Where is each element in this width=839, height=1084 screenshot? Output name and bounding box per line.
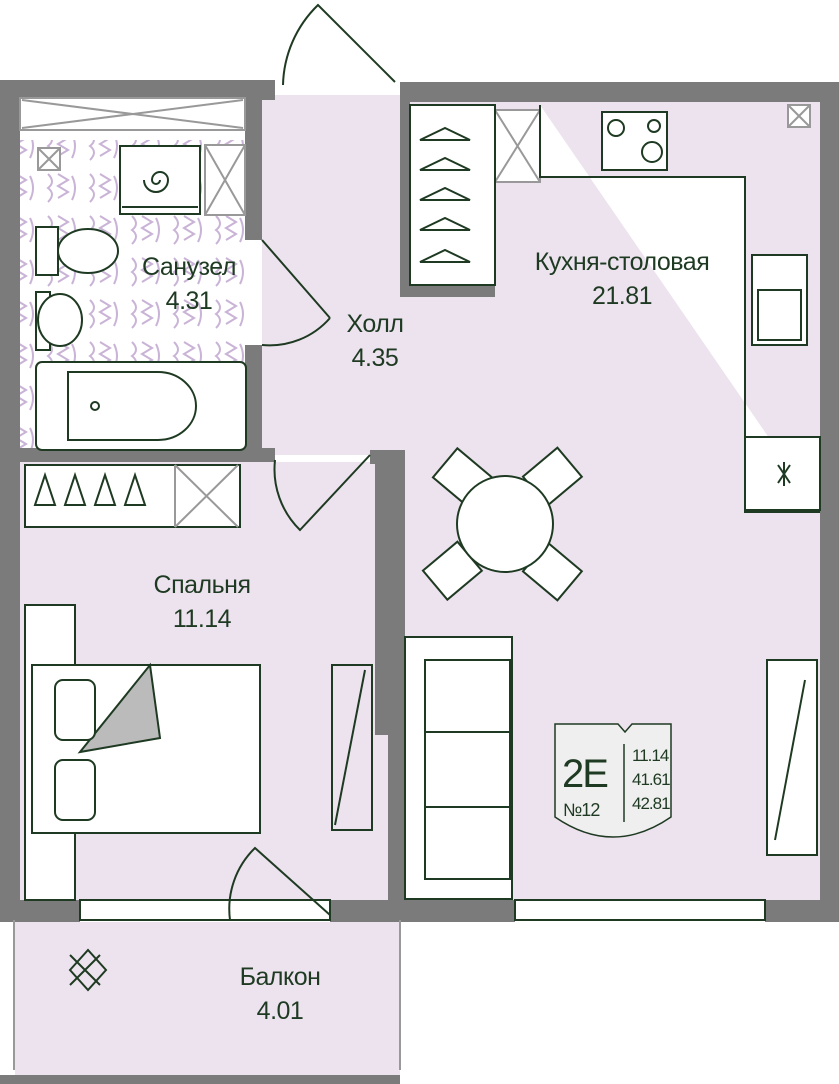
room-name: Холл bbox=[346, 310, 404, 338]
room-area: 4.01 bbox=[256, 997, 304, 1025]
room-label-bedroom: Спальня 11.14 bbox=[154, 568, 251, 636]
room-name: Кухня-столовая bbox=[534, 248, 710, 276]
room-name: Спальня bbox=[153, 571, 251, 599]
badge-shape bbox=[554, 723, 672, 838]
room-label-balcony: Балкон 4.01 bbox=[240, 960, 321, 1028]
room-area: 4.31 bbox=[165, 287, 213, 315]
room-label-hall: Холл 4.35 bbox=[347, 307, 404, 375]
room-name: Санузел bbox=[142, 253, 236, 281]
room-area: 4.35 bbox=[351, 344, 399, 372]
apartment-badge: 2E №12 11.14 41.61 42.81 bbox=[554, 722, 672, 842]
dining-table bbox=[421, 446, 584, 602]
apartment-type: 2E bbox=[562, 752, 609, 796]
apartment-number: №12 bbox=[563, 800, 600, 820]
walls bbox=[0, 80, 839, 1084]
area-value: 42.81 bbox=[632, 794, 671, 813]
room-name: Балкон bbox=[239, 963, 321, 991]
area-value: 11.14 bbox=[632, 746, 669, 765]
area-value: 41.61 bbox=[632, 770, 671, 789]
hangers-hall bbox=[419, 126, 471, 263]
room-area: 11.14 bbox=[172, 605, 232, 633]
area-values: 11.14 41.61 42.81 bbox=[632, 744, 671, 816]
room-label-kitchen: Кухня-столовая 21.81 bbox=[534, 245, 710, 313]
room-label-bathroom: Санузел 4.31 bbox=[142, 250, 236, 318]
room-area: 21.81 bbox=[591, 282, 653, 310]
